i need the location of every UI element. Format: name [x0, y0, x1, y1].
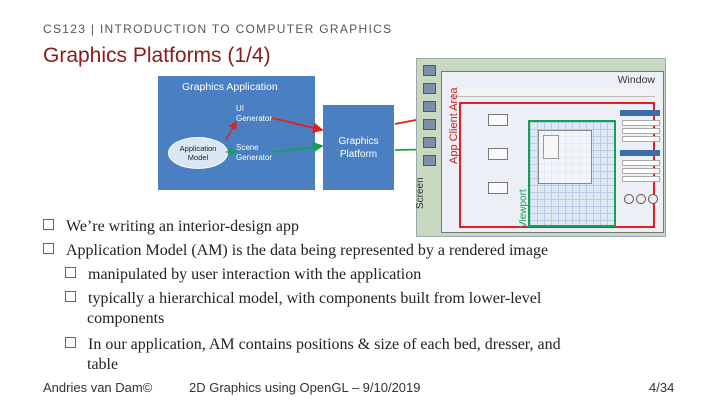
graphics-platform-label: Graphics Platform [338, 135, 379, 160]
model-to-ui-arrow [225, 120, 237, 141]
ui-generator-label: UI Generator [236, 104, 273, 123]
desktop-icon [423, 155, 436, 166]
sub-bullet-item: manipulated by user interaction with the… [65, 264, 421, 286]
footer-author: Andries van Dam© [43, 380, 153, 395]
application-model-label: Application Model [179, 144, 217, 162]
bullet-box-icon [65, 267, 76, 278]
panel-field [622, 128, 660, 134]
client-area-label: App Client Area [448, 87, 460, 164]
scene-generator-label: Scene Generator [236, 143, 273, 162]
rotate-control-icon [624, 194, 634, 204]
panel-header [620, 110, 660, 116]
bullet-box-icon [65, 291, 76, 302]
properties-panel [620, 110, 660, 220]
panel-field [622, 160, 660, 166]
viewport [528, 120, 616, 227]
panel-header [620, 150, 660, 156]
desktop-icon [423, 101, 436, 112]
screen-mockup: Screen Window App Client Area Viewport [415, 58, 666, 237]
rotate-control-icon [636, 194, 646, 204]
sub-bullet-item: In our application, AM contains position… [65, 334, 561, 356]
graphics-platform-box: Graphics Platform [323, 105, 394, 190]
app-window: Window App Client Area Viewport [441, 71, 664, 233]
armoire-tool-icon [488, 182, 508, 194]
bullet-item: Application Model (AM) is the data being… [43, 240, 548, 262]
slide-title: Graphics Platforms (1/4) [43, 44, 271, 67]
bed-tool-icon [488, 114, 508, 126]
bullet-item: We’re writing an interior-design app [43, 216, 299, 238]
panel-field [622, 168, 660, 174]
panel-field [622, 176, 660, 182]
footer-page-number: 4/34 [649, 380, 675, 395]
panel-field [622, 136, 660, 142]
course-header: CS123 | INTRODUCTION TO COMPUTER GRAPHIC… [43, 22, 393, 36]
footer-lecture: 2D Graphics using OpenGL – 9/10/2019 [189, 380, 421, 395]
viewport-label: Viewport [518, 189, 529, 228]
window-menubar [450, 89, 655, 97]
graphics-application-label: Graphics Application [182, 81, 278, 93]
scene-generator-arrow [271, 141, 324, 153]
sub-bullet-continuation: components [87, 310, 165, 327]
bullet-box-icon [43, 243, 54, 254]
bullet-box-icon [43, 219, 54, 230]
panel-field [622, 120, 660, 126]
desktop-icon [423, 65, 436, 76]
window-label: Window [617, 74, 655, 86]
room-outline [538, 130, 592, 184]
bullet-box-icon [65, 337, 76, 348]
application-model-ellipse: Application Model [168, 137, 228, 169]
sub-bullet-continuation: table [87, 356, 119, 373]
tool-palette [482, 108, 522, 222]
graphics-application-box: Graphics Application UI Generator Scene … [158, 76, 315, 190]
desktop-icon [423, 83, 436, 94]
ui-generator-arrow [271, 117, 324, 134]
desktop-icon [423, 137, 436, 148]
screen-label: Screen [415, 177, 426, 209]
sub-bullet-item: typically a hierarchical model, with com… [65, 288, 541, 310]
nightstand-tool-icon [488, 148, 508, 160]
desktop-icon [423, 119, 436, 130]
furniture-shape [543, 135, 559, 159]
rotate-control-icon [648, 194, 658, 204]
